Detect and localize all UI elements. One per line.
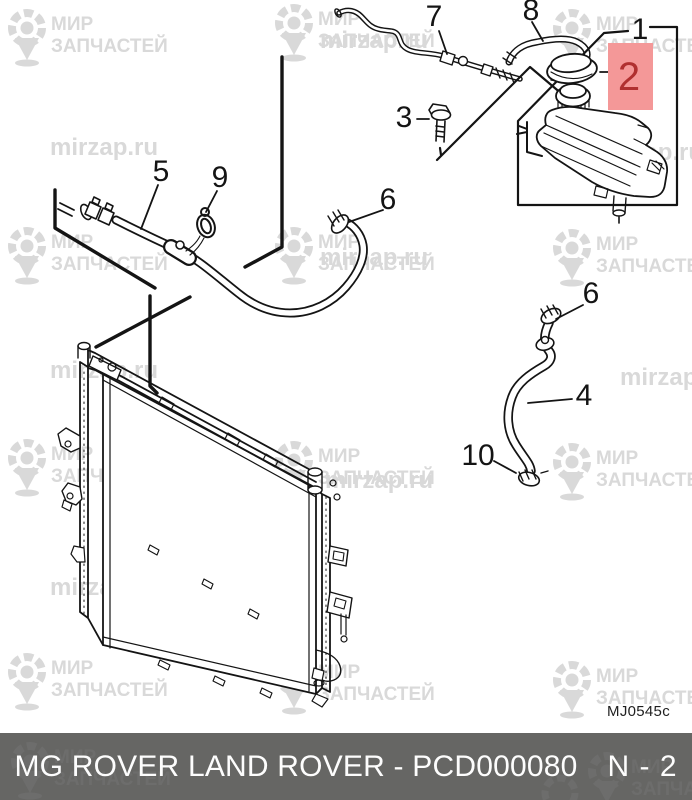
- callout-10: 10: [461, 439, 494, 472]
- part-3-bolt: [428, 103, 452, 157]
- footer-bar: MG ROVER LAND ROVER - PCD000080 N - 2: [0, 733, 692, 800]
- part-9-clamp-ring: [185, 207, 216, 256]
- selected-part-highlight[interactable]: [608, 43, 653, 110]
- radiator: [57, 341, 353, 708]
- footer-title: MG ROVER LAND ROVER - PCD000080: [14, 749, 578, 783]
- callout-8: 8: [523, 0, 540, 27]
- callout-labels: 1 3 4 5 6 6 7 8 9 10: [153, 0, 649, 472]
- footer-page-number: N - 2: [607, 749, 678, 783]
- part-5-upper-hose: [57, 196, 368, 318]
- parts-diagram-canvas: МИР ЗАПЧАСТЕЙ mirzap.ru: [0, 0, 692, 733]
- part-4-lower-hose: [503, 304, 562, 487]
- callout-2-highlighted[interactable]: 2: [618, 55, 640, 99]
- callout-6b: 6: [583, 277, 600, 310]
- leader-bracket-lines: [53, 55, 284, 395]
- callout-5: 5: [153, 155, 170, 188]
- drawing-code: MJ0545c: [607, 703, 670, 720]
- callout-9: 9: [212, 161, 229, 194]
- callout-1: 1: [632, 13, 649, 46]
- callout-leader-lines: [140, 21, 609, 474]
- callout-6a: 6: [380, 183, 397, 216]
- pipe-end-fitting: [57, 196, 115, 226]
- part-7-overflow-pipe: [334, 7, 523, 84]
- callout-3: 3: [396, 101, 413, 134]
- expansion-tank: [516, 52, 668, 224]
- callout-7: 7: [426, 0, 443, 33]
- callout-4: 4: [576, 379, 593, 412]
